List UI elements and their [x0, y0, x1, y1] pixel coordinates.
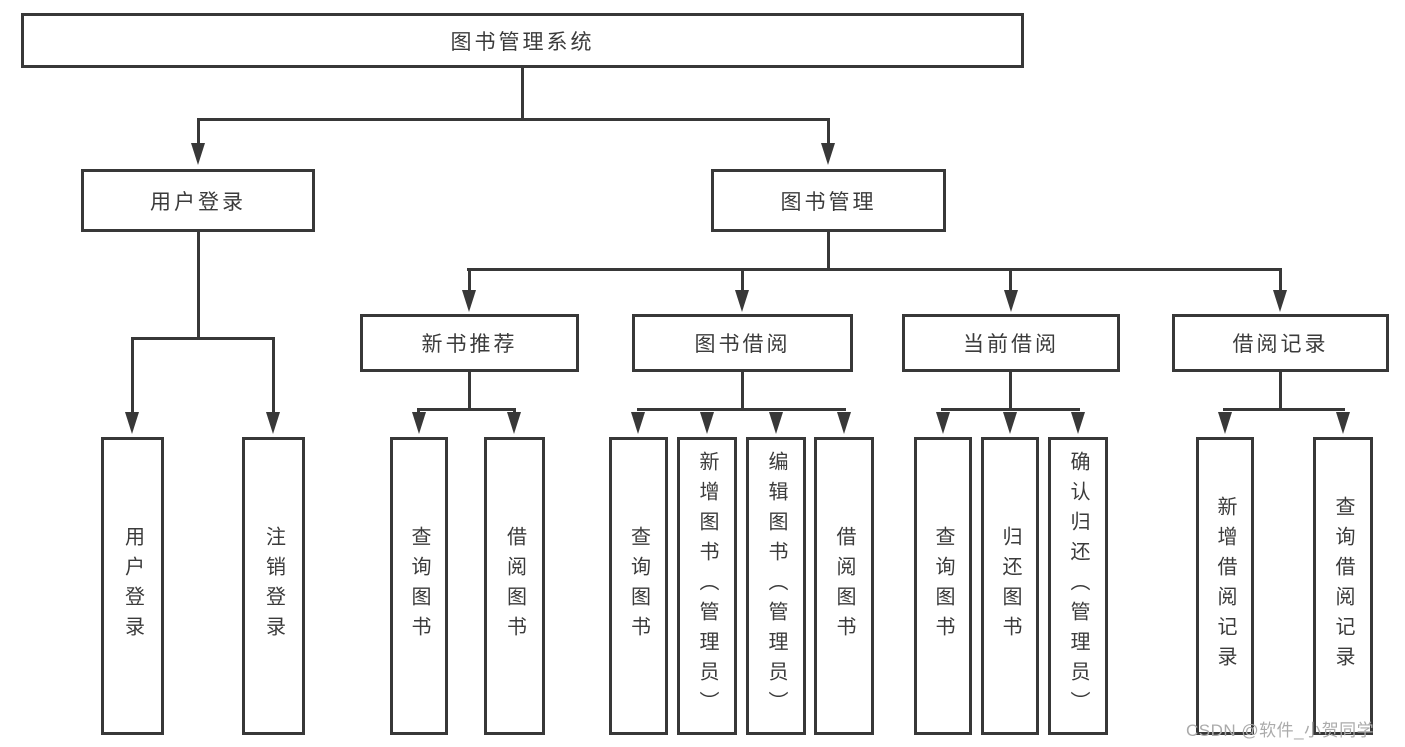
- connector-userlogin-stem-2: [272, 337, 275, 415]
- arrow-down-icon: [412, 412, 426, 434]
- connector-bookmgmt-stem-1: [468, 268, 471, 293]
- leaf-borrow-borrow-book-label: 借阅图书: [833, 526, 855, 646]
- leaf-records-query-record-label: 查询借阅记录: [1332, 496, 1354, 676]
- leaf-borrow-edit-book-admin-label: 编辑图书（管理员）: [765, 451, 787, 721]
- arrow-down-icon: [821, 143, 835, 165]
- arrow-down-icon: [507, 412, 521, 434]
- node-root-label: 图书管理系统: [450, 30, 595, 54]
- connector-current-stub: [1009, 372, 1012, 411]
- connector-records-stub: [1279, 372, 1282, 411]
- leaf-current-confirm-return-admin-label: 确认归还（管理员）: [1067, 451, 1089, 721]
- node-book-borrow: 图书借阅: [632, 314, 853, 372]
- arrow-down-icon: [837, 412, 851, 434]
- leaf-records-add-record-label: 新增借阅记录: [1214, 496, 1236, 676]
- node-book-management-label: 图书管理: [780, 190, 877, 214]
- leaf-borrow-query-book: 查询图书: [609, 437, 668, 735]
- connector-borrow-hline: [637, 408, 846, 411]
- connector-bookmgmt-stub: [827, 232, 830, 271]
- leaf-records-add-record: 新增借阅记录: [1196, 437, 1254, 735]
- connector-bookmgmt-stem-2: [741, 268, 744, 293]
- node-current-borrow-label: 当前借阅: [963, 333, 1059, 356]
- connector-bookmgmt-stem-4: [1279, 268, 1282, 293]
- node-user-login-label: 用户登录: [150, 190, 246, 214]
- connector-bookmgmt-stem-3: [1009, 268, 1012, 293]
- leaf-current-query-book: 查询图书: [914, 437, 972, 735]
- arrow-down-icon: [735, 290, 749, 312]
- leaf-borrow-query-book-label: 查询图书: [627, 526, 650, 646]
- connector-root-hline: [197, 118, 830, 121]
- arrow-down-icon: [1004, 290, 1018, 312]
- leaf-records-query-record: 查询借阅记录: [1313, 437, 1373, 735]
- node-book-borrow-label: 图书借阅: [694, 333, 791, 356]
- node-borrow-records: 借阅记录: [1172, 314, 1389, 372]
- connector-recommend-stub: [468, 372, 471, 411]
- leaf-borrow-edit-book-admin: 编辑图书（管理员）: [746, 437, 806, 735]
- connector-records-hline: [1223, 408, 1345, 411]
- leaf-current-return-book: 归还图书: [981, 437, 1039, 735]
- leaf-current-confirm-return-admin: 确认归还（管理员）: [1048, 437, 1108, 735]
- arrow-down-icon: [125, 412, 139, 434]
- arrow-down-icon: [191, 143, 205, 165]
- arrow-down-icon: [1273, 290, 1287, 312]
- node-new-book-recommend: 新书推荐: [360, 314, 579, 372]
- leaf-recommend-borrow-book-label: 借阅图书: [503, 526, 526, 646]
- leaf-logout: 注销登录: [242, 437, 305, 735]
- arrow-down-icon: [769, 412, 783, 434]
- leaf-logout-label: 注销登录: [262, 526, 285, 646]
- leaf-user-login-label: 用户登录: [121, 526, 144, 646]
- leaf-recommend-borrow-book: 借阅图书: [484, 437, 545, 735]
- arrow-down-icon: [1336, 412, 1350, 434]
- arrow-down-icon: [1218, 412, 1232, 434]
- connector-userlogin-stub: [197, 232, 200, 340]
- connector-root-right-stem: [827, 118, 830, 146]
- leaf-borrow-borrow-book: 借阅图书: [814, 437, 874, 735]
- arrow-down-icon: [1071, 412, 1085, 434]
- node-user-login: 用户登录: [81, 169, 315, 232]
- connector-root-stub: [521, 68, 524, 121]
- connector-root-left-stem: [197, 118, 200, 146]
- arrow-down-icon: [631, 412, 645, 434]
- leaf-user-login: 用户登录: [101, 437, 164, 735]
- connector-userlogin-stem-1: [131, 337, 134, 415]
- leaf-borrow-add-book-admin-label: 新增图书（管理员）: [696, 451, 718, 721]
- leaf-recommend-query-book: 查询图书: [390, 437, 448, 735]
- connector-recommend-hline: [417, 408, 516, 411]
- arrow-down-icon: [936, 412, 950, 434]
- arrow-down-icon: [1003, 412, 1017, 434]
- watermark-text: CSDN @软件_小贺同学: [1186, 721, 1375, 740]
- node-root: 图书管理系统: [21, 13, 1024, 68]
- node-new-book-recommend-label: 新书推荐: [421, 333, 518, 356]
- connector-recommend-stem-2: [513, 408, 516, 414]
- leaf-current-query-book-label: 查询图书: [932, 526, 954, 646]
- connector-bookmgmt-hline: [467, 268, 1282, 271]
- connector-current-hline: [941, 408, 1080, 411]
- leaf-recommend-query-book-label: 查询图书: [408, 526, 430, 646]
- arrow-down-icon: [266, 412, 280, 434]
- connector-userlogin-hline: [131, 337, 275, 340]
- connector-recommend-stem-1: [417, 408, 420, 414]
- node-borrow-records-label: 借阅记录: [1232, 333, 1329, 356]
- connector-borrow-stub: [741, 372, 744, 411]
- leaf-borrow-add-book-admin: 新增图书（管理员）: [677, 437, 737, 735]
- leaf-current-return-book-label: 归还图书: [999, 526, 1021, 646]
- arrow-down-icon: [462, 290, 476, 312]
- node-book-management: 图书管理: [711, 169, 946, 232]
- node-current-borrow: 当前借阅: [902, 314, 1120, 372]
- arrow-down-icon: [700, 412, 714, 434]
